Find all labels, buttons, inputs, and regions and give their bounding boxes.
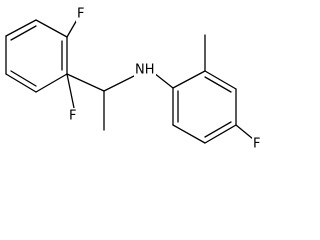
- double-bond-inner: [10, 25, 37, 41]
- molecule-structure-diagram: F F NH F: [5, 6, 264, 152]
- fluorine-label: F: [253, 137, 260, 152]
- double-bond-inner: [204, 121, 232, 138]
- atom-label-f-bottom: F: [68, 108, 80, 124]
- fluorine-label: F: [77, 7, 84, 22]
- bond: [35, 73, 68, 93]
- bond-nh-to-ring: [153, 72, 174, 89]
- bond: [5, 19, 37, 37]
- bond-c-f-right: [235, 124, 254, 140]
- atom-label-nh: NH: [134, 62, 156, 78]
- fluorine-label: F: [69, 109, 76, 124]
- bond: [35, 19, 68, 38]
- double-bond-inner: [10, 70, 37, 87]
- atom-label-f-top: F: [76, 6, 88, 22]
- bond: [204, 70, 237, 90]
- bond: [5, 73, 37, 93]
- methyl-fluorophenyl-ring: [172, 70, 237, 144]
- bond: [172, 124, 206, 144]
- bond: [172, 70, 206, 89]
- difluorophenyl-ring: [5, 19, 68, 93]
- bond-ch-to-nh: [103, 74, 137, 92]
- amine-nh-label: NH: [135, 63, 155, 78]
- bond-ring-to-ch: [66, 73, 105, 92]
- atom-label-f-right: F: [252, 136, 264, 152]
- double-bond-inner: [204, 76, 232, 93]
- bond: [204, 124, 237, 144]
- bond-c-f-bottom: [66, 73, 75, 109]
